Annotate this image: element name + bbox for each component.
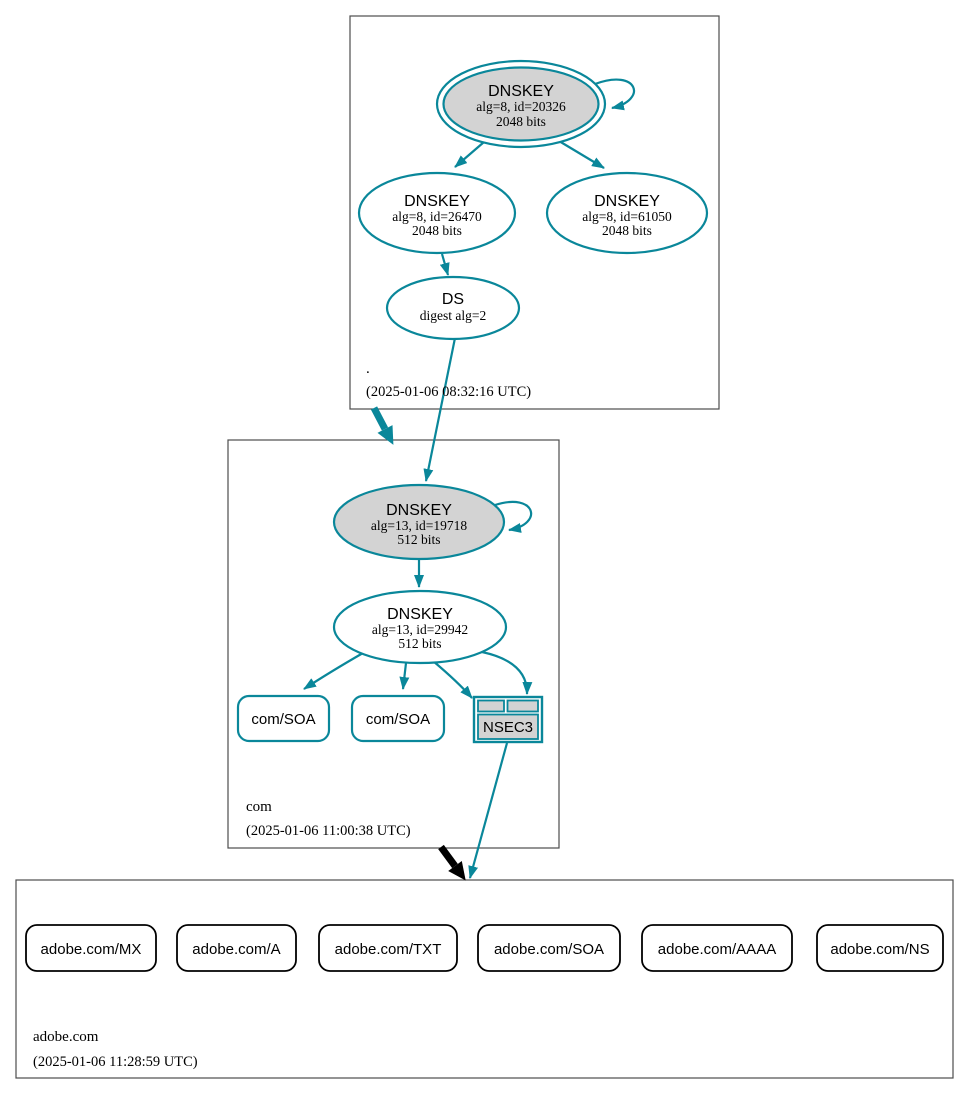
edge-root-ksk-to-zsk-26470 — [454, 141, 485, 168]
adobe-soa-node[interactable]: adobe.com/SOA — [477, 924, 621, 972]
adobe-aaaa-node[interactable]: adobe.com/AAAA — [641, 924, 793, 972]
root-zsk-26470-detail2: 2048 bits — [412, 223, 462, 238]
com-soa-node-1[interactable]: com/SOA — [236, 694, 331, 743]
delegation-arrow-com-to-adobe — [438, 844, 458, 869]
com-ksk-detail1: alg=13, id=19718 — [371, 518, 467, 533]
root-zsk-61050-ellipse[interactable] — [545, 171, 709, 255]
adobe-aaaa-label: adobe.com/AAAA — [658, 941, 776, 958]
com-soa-1-label: com/SOA — [251, 711, 315, 728]
root-zsk-61050-detail2: 2048 bits — [602, 223, 652, 238]
root-ksk-title: DNSKEY — [488, 83, 554, 100]
com-zone-timestamp: (2025-01-06 11:00:38 UTC) — [246, 823, 411, 839]
com-soa-node-2[interactable]: com/SOA — [350, 694, 446, 743]
adobe-a-rect[interactable] — [176, 924, 297, 972]
nsec3-top-left-cell — [477, 699, 505, 713]
root-zone-label: . — [366, 361, 370, 377]
edge-com-zsk-to-soa2 — [399, 662, 410, 690]
adobe-zone-timestamp: (2025-01-06 11:28:59 UTC) — [33, 1054, 198, 1070]
adobe-aaaa-rect[interactable] — [641, 924, 793, 972]
zone-box-adobe-com — [15, 879, 954, 1079]
delegation-arrowhead-root-to-com — [377, 425, 394, 445]
root-zsk-61050-detail1: alg=8, id=61050 — [582, 209, 672, 224]
adobe-mx-node[interactable]: adobe.com/MX — [25, 924, 157, 972]
root-zsk-61050-node[interactable]: DNSKEY alg=8, id=61050 2048 bits — [545, 171, 709, 255]
edge-root-ksk-to-zsk-61050 — [558, 140, 605, 169]
com-ksk-dnskey-node[interactable]: DNSKEY alg=13, id=19718 512 bits — [332, 483, 506, 561]
root-zsk-26470-detail1: alg=8, id=26470 — [392, 209, 482, 224]
com-soa-2-label: com/SOA — [366, 711, 430, 728]
adobe-ns-node[interactable]: adobe.com/NS — [816, 924, 944, 972]
adobe-txt-label: adobe.com/TXT — [335, 941, 442, 958]
com-zone-label: com — [246, 799, 272, 815]
root-zone-timestamp: (2025-01-06 08:32:16 UTC) — [366, 384, 531, 400]
root-ksk-inner-ring[interactable] — [442, 66, 600, 142]
root-zsk-26470-title: DNSKEY — [404, 193, 470, 210]
nsec3-label-cell — [477, 713, 539, 740]
adobe-txt-node[interactable]: adobe.com/TXT — [318, 924, 458, 972]
root-ds-title: DS — [442, 291, 464, 308]
root-ksk-dnskey-node[interactable]: DNSKEY alg=8, id=20326 2048 bits — [435, 59, 607, 149]
com-zsk-title: DNSKEY — [387, 606, 453, 623]
adobe-a-node[interactable]: adobe.com/A — [176, 924, 297, 972]
edge-com-zsk-to-nsec3-right — [481, 650, 533, 695]
adobe-mx-label: adobe.com/MX — [41, 941, 142, 958]
com-ksk-ellipse[interactable] — [332, 483, 506, 561]
root-ds-detail1: digest alg=2 — [420, 308, 486, 323]
edge-nsec3-to-adobe-zone — [468, 742, 509, 879]
edge-root-zsk-to-ds — [439, 253, 450, 276]
com-ksk-detail2: 512 bits — [397, 532, 440, 547]
root-zsk-61050-title: DNSKEY — [594, 193, 660, 210]
nsec3-top-right-cell — [506, 699, 539, 713]
edge-root-ksk-self-loop — [594, 78, 635, 111]
adobe-mx-rect[interactable] — [25, 924, 157, 972]
root-ksk-detail1: alg=8, id=20326 — [476, 99, 566, 114]
com-soa-2-rect[interactable] — [350, 694, 446, 743]
adobe-soa-label: adobe.com/SOA — [494, 941, 604, 958]
com-zsk-dnskey-node[interactable]: DNSKEY alg=13, id=29942 512 bits — [332, 589, 508, 665]
delegation-arrow-root-to-com — [370, 406, 389, 431]
root-ds-ellipse[interactable] — [385, 275, 521, 341]
com-zsk-detail2: 512 bits — [398, 636, 441, 651]
nsec3-node[interactable]: NSEC3 — [472, 695, 544, 744]
com-zsk-detail1: alg=13, id=29942 — [372, 622, 468, 637]
edge-com-zsk-to-nsec3-left — [432, 660, 473, 699]
edge-com-zsk-to-soa1 — [303, 652, 364, 690]
com-zsk-ellipse[interactable] — [332, 589, 508, 665]
zone-box-root — [349, 15, 720, 410]
adobe-soa-rect[interactable] — [477, 924, 621, 972]
adobe-a-label: adobe.com/A — [192, 941, 280, 958]
edge-com-ksk-self-loop — [494, 500, 533, 533]
nsec3-label: NSEC3 — [483, 719, 533, 736]
adobe-ns-label: adobe.com/NS — [830, 941, 929, 958]
zone-box-com — [227, 439, 560, 849]
root-zsk-26470-ellipse[interactable] — [357, 171, 517, 255]
root-zsk-26470-node[interactable]: DNSKEY alg=8, id=26470 2048 bits — [357, 171, 517, 255]
com-soa-1-rect[interactable] — [236, 694, 331, 743]
adobe-zone-label: adobe.com — [33, 1029, 99, 1045]
adobe-txt-rect[interactable] — [318, 924, 458, 972]
adobe-ns-rect[interactable] — [816, 924, 944, 972]
root-ksk-detail2: 2048 bits — [496, 114, 546, 129]
delegation-arrowhead-com-to-adobe — [448, 861, 466, 881]
edge-ds-to-com-ksk — [423, 337, 457, 482]
com-ksk-title: DNSKEY — [386, 502, 452, 519]
root-ds-node[interactable]: DS digest alg=2 — [385, 275, 521, 341]
